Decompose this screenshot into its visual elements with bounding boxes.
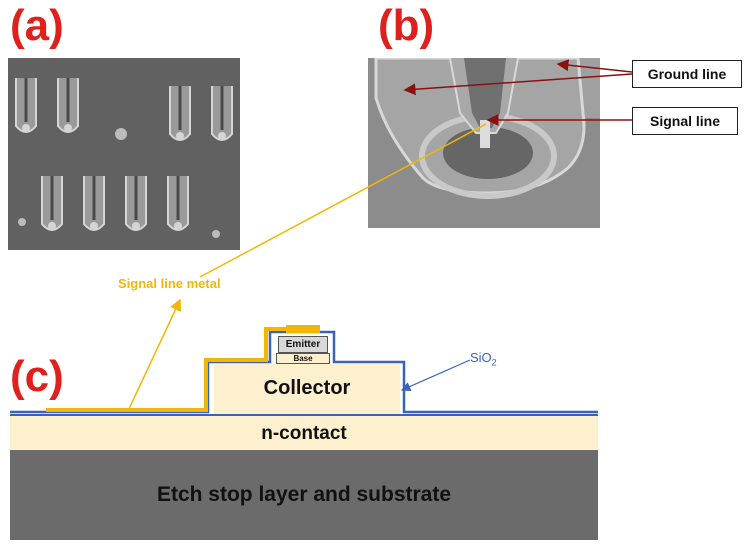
base-label: Base bbox=[293, 354, 313, 363]
collector-layer bbox=[214, 364, 400, 414]
oxide-outline bbox=[10, 330, 598, 414]
oxide-label: SiO2 bbox=[470, 350, 497, 368]
panel-label-a: (a) bbox=[10, 1, 64, 50]
substrate-label: Etch stop layer and substrate bbox=[156, 483, 452, 506]
signal-line-callout: Signal line bbox=[632, 107, 738, 135]
device-bottom-row bbox=[41, 176, 189, 231]
ground-arrow-upper bbox=[556, 59, 633, 73]
n-contact-label: n-contact bbox=[261, 423, 347, 444]
ground-arrow-lower bbox=[403, 73, 633, 96]
ground-line-callout: Ground line bbox=[632, 60, 742, 88]
oxide-arrow bbox=[400, 359, 471, 392]
sem-image-device-zoom bbox=[368, 58, 600, 228]
panel-label-b: (b) bbox=[378, 1, 435, 50]
signal-metal-trace bbox=[46, 327, 288, 412]
signal-metal-pointer-upper bbox=[199, 123, 487, 278]
base-layer bbox=[276, 353, 330, 364]
substrate-layer bbox=[10, 450, 598, 540]
collector-label: Collector bbox=[263, 377, 351, 399]
signal-line-metal-label: Signal line metal bbox=[118, 276, 221, 291]
oxide-label-main: SiO bbox=[470, 350, 492, 365]
oxide-label-subscript: 2 bbox=[491, 357, 497, 368]
emitter-label: Emitter bbox=[285, 339, 321, 350]
n-contact-layer bbox=[10, 414, 598, 450]
emitter-contact-metal bbox=[286, 325, 320, 333]
emitter-layer bbox=[278, 336, 328, 353]
signal-metal-pointer-lower bbox=[127, 298, 181, 412]
device-top-row bbox=[15, 78, 233, 141]
panel-label-c: (c) bbox=[10, 352, 64, 401]
sem-image-device-array bbox=[8, 58, 240, 250]
